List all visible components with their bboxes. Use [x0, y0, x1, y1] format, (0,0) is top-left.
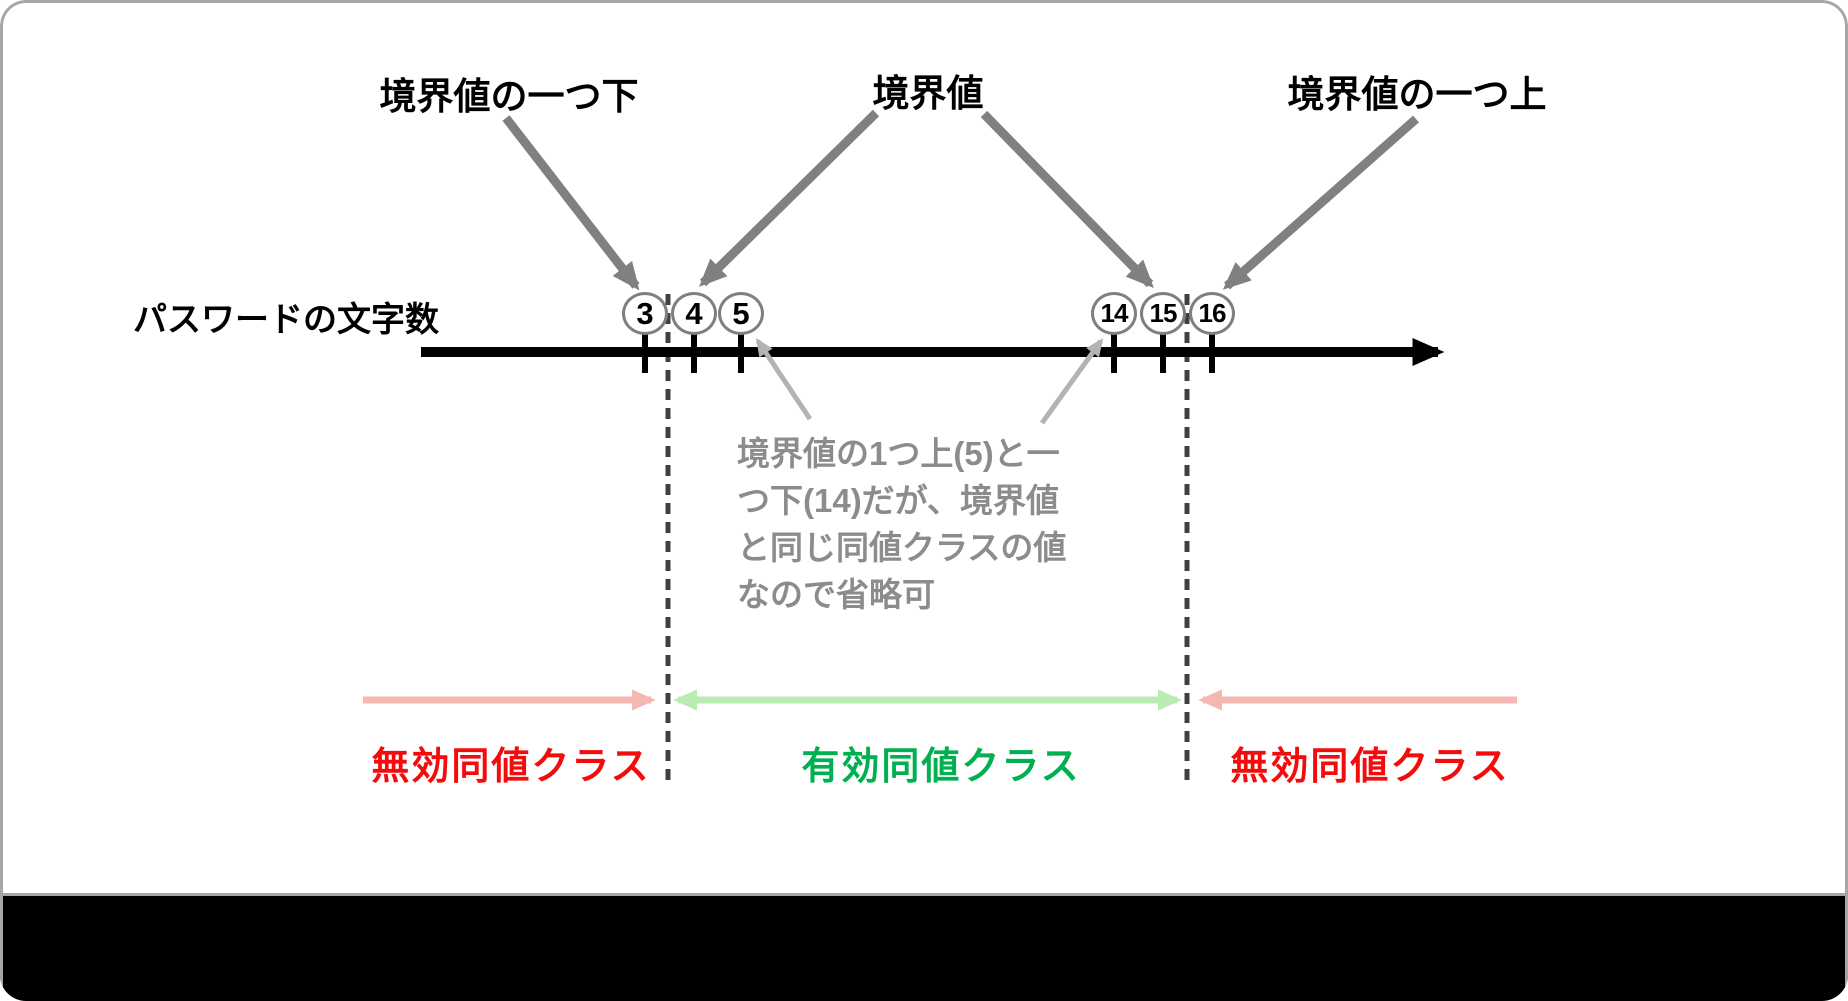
- point-circle-15: 15: [1140, 292, 1186, 335]
- point-circle-16: 16: [1189, 292, 1235, 335]
- invalid-class-label-left: 無効同値クラス: [371, 746, 651, 788]
- point-circle-14: 14: [1091, 292, 1137, 335]
- label-one-below-boundary: 境界値の一つ下: [379, 76, 639, 117]
- annotation-line-3: と同じ同値クラスの値: [737, 529, 1067, 566]
- label-boundary-value: 境界値: [872, 73, 984, 114]
- callout-arrow-to-5: [755, 338, 813, 421]
- bottom-black-bar: [0, 893, 1848, 1001]
- arrow-boundary-to-4: [699, 109, 880, 287]
- valid-class-label: 有効同値クラス: [801, 746, 1081, 788]
- annotation-line-4: なので省略可: [737, 576, 935, 613]
- annotation-note: 境界値の1つ上(5)と一 つ下(14)だが、境界値 と同じ同値クラスの値 なので…: [737, 430, 1066, 618]
- callout-arrow-to-14: [1039, 338, 1104, 425]
- arrow-boundary-to-15: [980, 110, 1154, 288]
- point-circle-3: 3: [622, 292, 668, 335]
- arrow-above-boundary-to-16: [1222, 115, 1419, 290]
- invalid-class-label-right: 無効同値クラス: [1230, 746, 1510, 788]
- annotation-line-2: つ下(14)だが、境界値: [737, 482, 1060, 519]
- point-circle-5: 5: [718, 292, 764, 335]
- point-circle-4: 4: [671, 292, 717, 335]
- arrow-below-boundary-to-3: [502, 115, 640, 291]
- annotation-line-1: 境界値の1つ上(5)と一: [737, 435, 1060, 472]
- axis-title: パスワードの文字数: [133, 301, 439, 339]
- label-one-above-boundary: 境界値の一つ上: [1287, 74, 1547, 115]
